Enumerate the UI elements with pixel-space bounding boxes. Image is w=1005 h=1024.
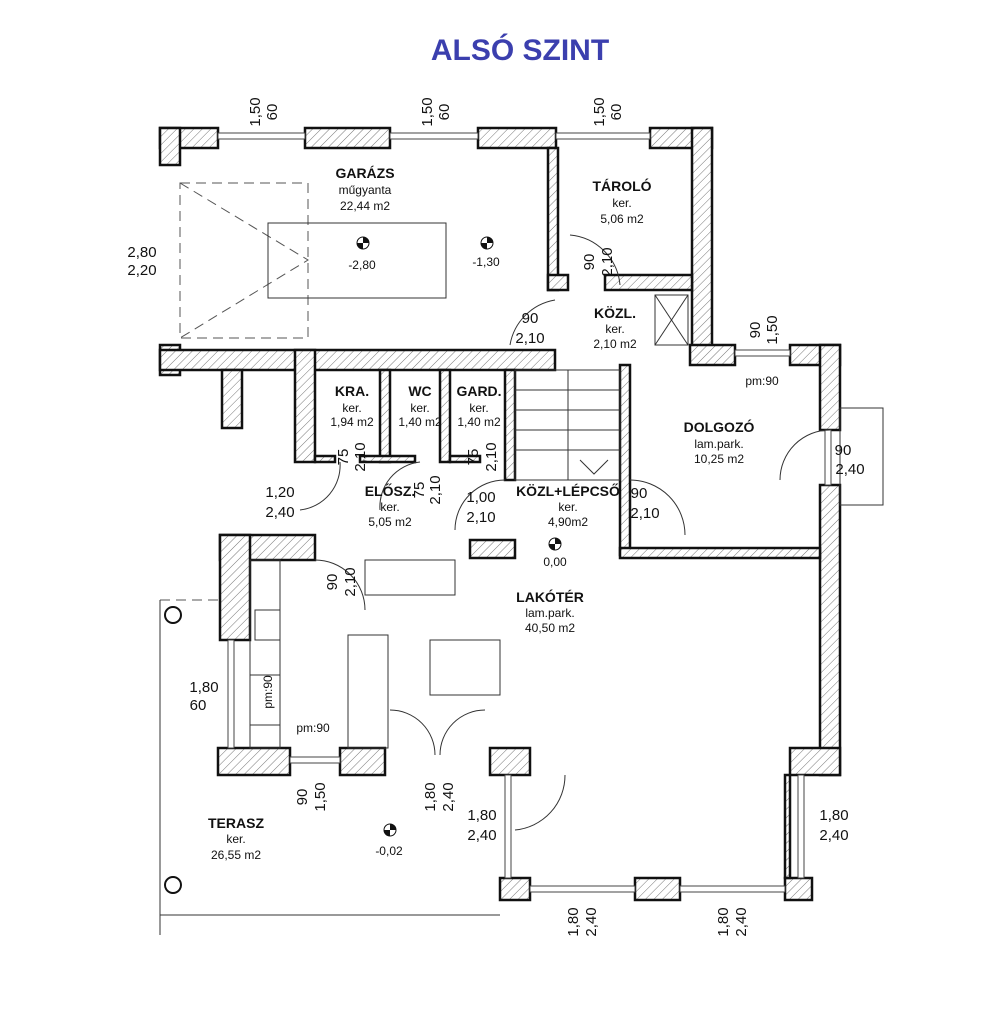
- walls: [158, 126, 842, 902]
- plan-label: 1,94 m2: [330, 415, 374, 429]
- plan-label: 4,90m2: [548, 515, 588, 529]
- plan-label: ker.: [380, 500, 399, 514]
- parapet-label: pm:90: [745, 374, 779, 388]
- level-markers: -2,80 -1,30 0,00 -0,02: [348, 236, 567, 858]
- room-labels: GARÁZS műgyanta 22,44 m2 TÁROLÓ ker. 5,0…: [208, 165, 779, 862]
- plan-label: 90: [294, 789, 311, 806]
- plan-label: 2,40: [265, 504, 294, 521]
- plan-label: 2,10: [515, 330, 544, 347]
- plan-label: 1,80: [565, 907, 582, 936]
- room-name: KÖZL+LÉPCSŐ: [516, 482, 620, 499]
- room-name: KRA.: [335, 383, 369, 399]
- plan-label: 90: [522, 310, 539, 327]
- plan-label: 2,40: [467, 827, 496, 844]
- plan-label: 5,06 m2: [600, 212, 644, 226]
- plan-label: 75: [411, 482, 428, 499]
- plan-label: 2,10: [427, 475, 444, 504]
- plan-label: 90: [324, 574, 341, 591]
- plan-label: lam.park.: [525, 606, 574, 620]
- plan-label: 2,40: [835, 461, 864, 478]
- plan-label: lam.park.: [694, 437, 743, 451]
- plan-label: 2,40: [440, 782, 457, 811]
- plan-label: 2,10: [630, 505, 659, 522]
- plan-label: műgyanta: [339, 183, 392, 197]
- plan-label: 60: [264, 104, 281, 121]
- parapet-label: pm:90: [261, 675, 275, 709]
- level-label: -2,80: [348, 258, 376, 272]
- room-name: GARÁZS: [335, 165, 394, 181]
- plan-label: ker.: [342, 401, 361, 415]
- plan-label: 1,40 m2: [457, 415, 501, 429]
- plan-label: 1,40 m2: [398, 415, 442, 429]
- plan-label: 75: [335, 449, 352, 466]
- plan-label: 1,00: [466, 489, 495, 506]
- room-name: ELŐSZ.: [365, 482, 416, 499]
- plan-label: 1,80: [467, 807, 496, 824]
- room-name: KÖZL.: [594, 305, 636, 321]
- plan-label: 60: [608, 104, 625, 121]
- column-icon: [164, 606, 182, 624]
- plan-label: 1,20: [265, 484, 294, 501]
- plan-title: ALSÓ SZINT: [430, 34, 610, 67]
- plan-label: 75: [465, 449, 482, 466]
- plan-label: 2,10: [466, 509, 495, 526]
- level-label: -1,30: [472, 255, 500, 269]
- plan-label: 2,10: [342, 567, 359, 596]
- plan-label: 2,10: [352, 442, 369, 471]
- plan-label: 1,50: [247, 97, 264, 126]
- plan-label: 90: [631, 485, 648, 502]
- room-name: TÁROLÓ: [592, 177, 651, 194]
- plan-label: 2,10: [483, 442, 500, 471]
- plan-label: ker.: [558, 500, 577, 514]
- plan-label: ker.: [469, 401, 488, 415]
- room-name: DOLGOZÓ: [684, 418, 755, 435]
- room-name: TERASZ: [208, 815, 264, 831]
- parapet-label: pm:90: [296, 721, 330, 735]
- column-icon: [164, 876, 182, 894]
- terrace: [159, 407, 884, 935]
- staircase: [514, 369, 621, 481]
- plan-label: 90: [835, 442, 852, 459]
- plan-label: 2,40: [583, 907, 600, 936]
- dimension-labels: 1,50 60 1,50 60 1,50 60 2,80 2,20 90 2,1…: [127, 97, 864, 936]
- plan-label: ker.: [612, 196, 631, 210]
- plan-label: 2,40: [819, 827, 848, 844]
- level-label: 0,00: [543, 555, 567, 569]
- plan-label: 1,50: [764, 315, 781, 344]
- plan-label: 2,80: [127, 244, 156, 261]
- plan-label: 1,50: [591, 97, 608, 126]
- plan-label: ker.: [226, 832, 245, 846]
- plan-label: 5,05 m2: [368, 515, 412, 529]
- room-name: WC: [408, 383, 431, 399]
- plan-label: 1,80: [189, 679, 218, 696]
- furniture: [249, 559, 501, 749]
- plan-label: 40,50 m2: [525, 621, 575, 635]
- plan-label: 90: [747, 322, 764, 339]
- level-label: -0,02: [375, 844, 403, 858]
- plan-label: 1,50: [419, 97, 436, 126]
- plan-label: 60: [190, 697, 207, 714]
- plan-label: 1,80: [715, 907, 732, 936]
- plan-label: 1,80: [819, 807, 848, 824]
- plan-label: 1,50: [312, 782, 329, 811]
- plan-label: 90: [581, 254, 598, 271]
- plan-label: 2,40: [733, 907, 750, 936]
- door-swings: [299, 234, 831, 831]
- windows: [217, 132, 832, 893]
- plan-label: 22,44 m2: [340, 199, 390, 213]
- plan-label: 26,55 m2: [211, 848, 261, 862]
- plan-label: ker.: [410, 401, 429, 415]
- plan-label: 2,10: [599, 247, 616, 276]
- plan-label: ker.: [605, 322, 624, 336]
- plan-label: 2,10 m2: [593, 337, 637, 351]
- shaft: [654, 294, 689, 346]
- room-name: GARD.: [456, 383, 501, 399]
- plan-label: 60: [436, 104, 453, 121]
- plan-label: 1,80: [422, 782, 439, 811]
- room-name: LAKÓTÉR: [516, 588, 584, 605]
- plan-label: 2,20: [127, 262, 156, 279]
- plan-label: 10,25 m2: [694, 452, 744, 466]
